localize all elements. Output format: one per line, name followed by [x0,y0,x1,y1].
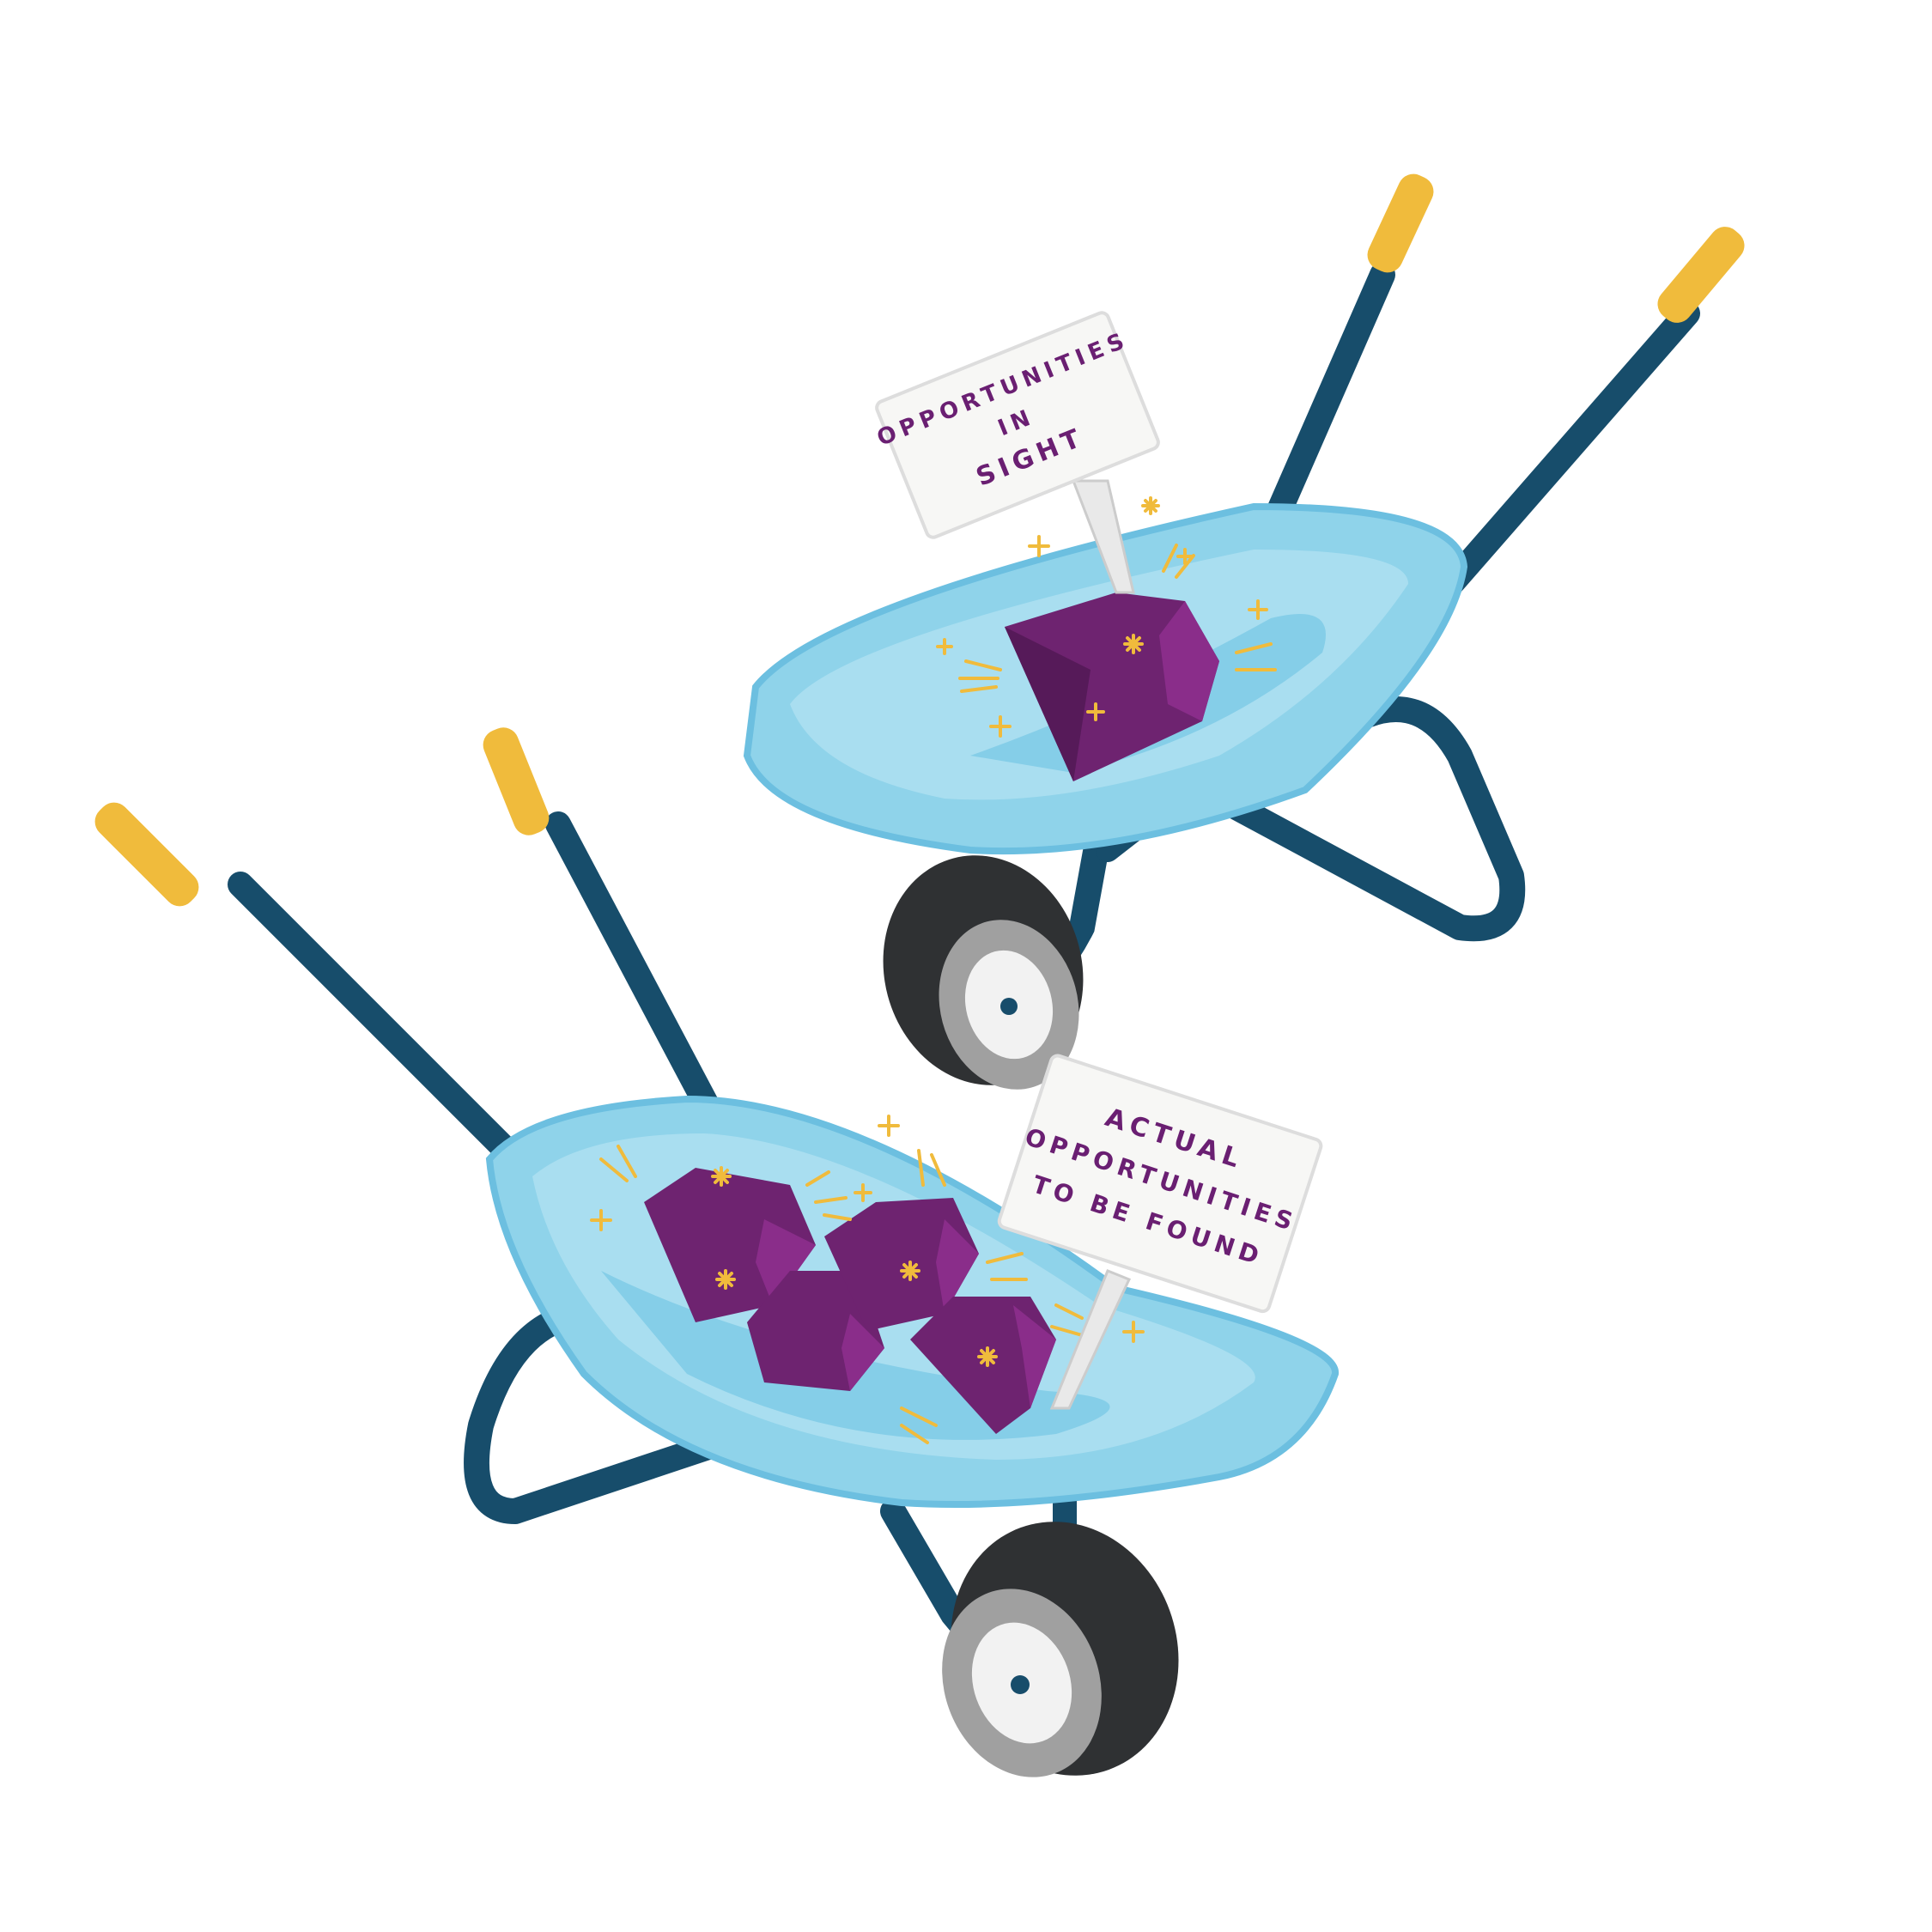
top-gem [1005,592,1219,781]
top-grip-right [1657,227,1745,323]
bottom-gems [644,1168,1056,1434]
bottom-grip-right [483,727,550,835]
bottom-gem-1 [644,1168,816,1322]
bottom-wheel [942,1522,1179,1777]
bottom-sign: ACTUAL OPPORTUNITIES TO BE FOUND [997,1054,1323,1314]
bottom-sign-stick [1049,1269,1132,1410]
top-grip-left [1367,173,1434,273]
bottom-gem-4 [910,1297,1056,1434]
bottom-sparkles [590,1115,1145,1444]
bottom-gem-3 [824,1198,979,1331]
top-sparkles [936,496,1277,738]
bottom-gem-2 [747,1271,884,1391]
top-wheel [883,855,1084,1090]
top-sign-stick [1071,479,1135,594]
top-wheelbarrow: OPPORTUNITIES IN SIGHT [743,173,1745,1090]
top-sign: OPPORTUNITIES IN SIGHT [873,311,1160,539]
bottom-wheelbarrow: ACTUAL OPPORTUNITIES TO BE FOUND [94,727,1340,1777]
bottom-grip-left [94,802,199,907]
